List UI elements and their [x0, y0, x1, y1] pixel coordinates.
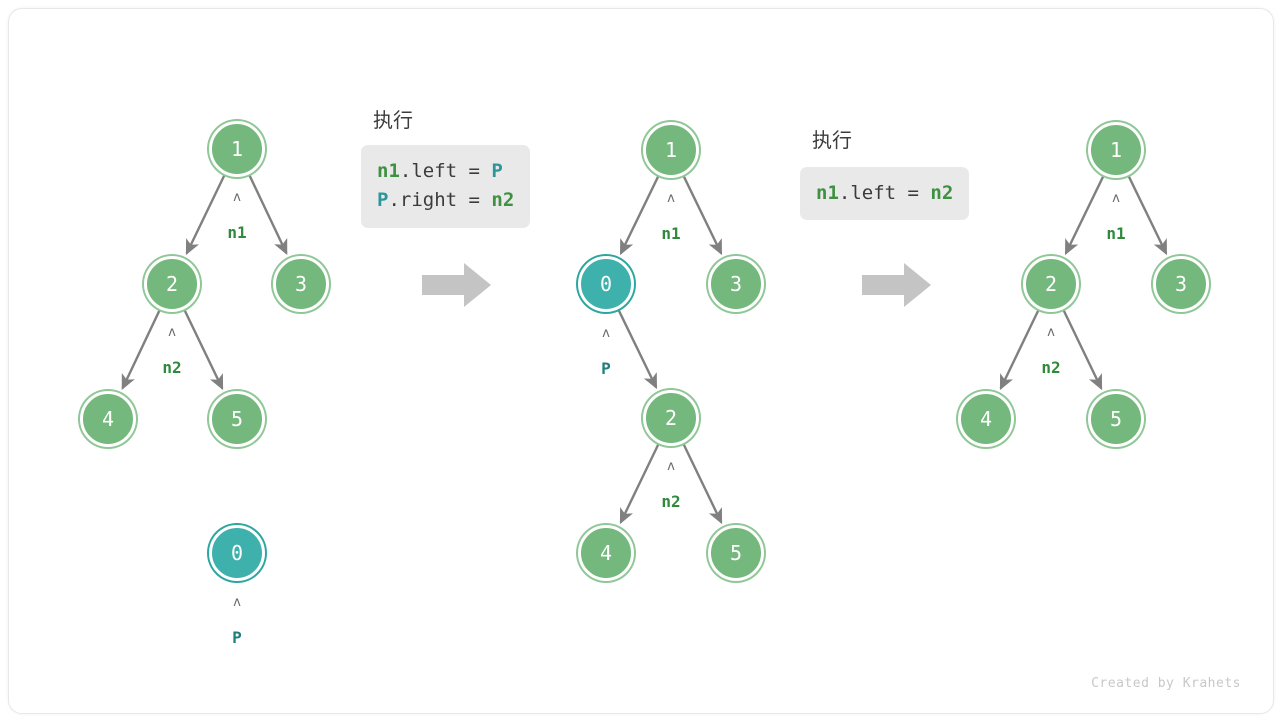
step-arrow-2: [862, 261, 932, 314]
before-node-4: 4: [80, 391, 136, 447]
after-step-2-label-n2: n2: [1041, 358, 1061, 377]
step-1-code-token: P: [491, 160, 503, 182]
after-step-1-node-1: 1: [643, 122, 699, 178]
after-step-2-label-n2-caret-icon: ʌ: [1047, 325, 1055, 340]
after-step-2-label-n1-caret-icon: ʌ: [1112, 191, 1120, 206]
after-step-1-label-n2: n2: [661, 492, 681, 511]
after-step-2-node-2: 2: [1023, 256, 1079, 312]
tree-edge: [247, 173, 288, 256]
step-1-code-token: n2: [491, 189, 515, 212]
tree-edge: [121, 308, 162, 391]
after-step-1-node-4: 4: [578, 525, 634, 581]
before-node-3: 3: [273, 256, 329, 312]
after-step-2-label-n1: n1: [1106, 224, 1126, 243]
before-label-p: P: [232, 628, 242, 647]
before-node-1: 1: [209, 121, 265, 177]
after-step-1-node-2: 2: [643, 390, 699, 446]
step-2-code-block: n1.left = n2: [800, 167, 970, 221]
after-step-1-node-0: 0: [578, 256, 634, 312]
tree-edge: [1062, 308, 1103, 391]
after-step-1-label-n1-caret-icon: ʌ: [667, 191, 675, 206]
credit-text: Created by Krahets: [1091, 676, 1241, 691]
after-step-1-label-n2-caret-icon: ʌ: [667, 459, 675, 474]
step-2-exec-label: 执行: [812, 128, 852, 152]
tree-edge: [619, 442, 660, 525]
tree-edge: [1064, 174, 1105, 256]
before-node-2: 2: [144, 256, 200, 312]
before-label-n1-caret-icon: ʌ: [233, 190, 241, 205]
tree-edge: [1127, 174, 1168, 256]
step-arrow-1: [422, 261, 492, 314]
tree-edge: [619, 174, 660, 256]
after-step-2-node-4: 4: [958, 391, 1014, 447]
after-step-2-node-3: 3: [1153, 256, 1209, 312]
step-2-code-token: n2: [930, 182, 954, 204]
after-step-1-label-p: P: [601, 359, 611, 378]
tree-edge: [185, 173, 226, 256]
before-label-p-caret-icon: ʌ: [233, 595, 241, 610]
after-step-1-label-n1: n1: [661, 224, 681, 243]
tree-edges-layer: [121, 173, 1168, 525]
step-1-code-token: P: [377, 189, 389, 212]
step-2-code-token: .left =: [838, 182, 931, 204]
tree-edge: [617, 308, 658, 390]
tree-edge: [183, 308, 224, 391]
before-label-n2-caret-icon: ʌ: [168, 325, 176, 340]
step-1-code-line: P.right = n2: [377, 186, 514, 215]
after-step-1-label-p-caret-icon: ʌ: [602, 326, 610, 341]
step-1-code-token: n1: [377, 160, 400, 182]
tree-edge: [999, 308, 1040, 391]
before-node-5: 5: [209, 391, 265, 447]
before-label-n1: n1: [227, 223, 247, 242]
step-1-code-token: .right =: [388, 189, 492, 212]
tree-edge: [682, 174, 723, 256]
after-step-1-node-5: 5: [708, 525, 764, 581]
step-1-code-line: n1.left = P: [377, 157, 514, 186]
after-step-2-node-5: 5: [1088, 391, 1144, 447]
step-2-code-line: n1.left = n2: [816, 179, 953, 208]
step-2-code-token: n1: [816, 182, 839, 204]
step-1-code-token: .left =: [399, 160, 492, 182]
after-step-2-node-1: 1: [1088, 122, 1144, 178]
tree-edge: [682, 442, 723, 525]
after-step-1-node-3: 3: [708, 256, 764, 312]
before-label-n2: n2: [162, 358, 182, 377]
before-node-0: 0: [209, 525, 265, 581]
step-1-exec-label: 执行: [373, 108, 413, 132]
